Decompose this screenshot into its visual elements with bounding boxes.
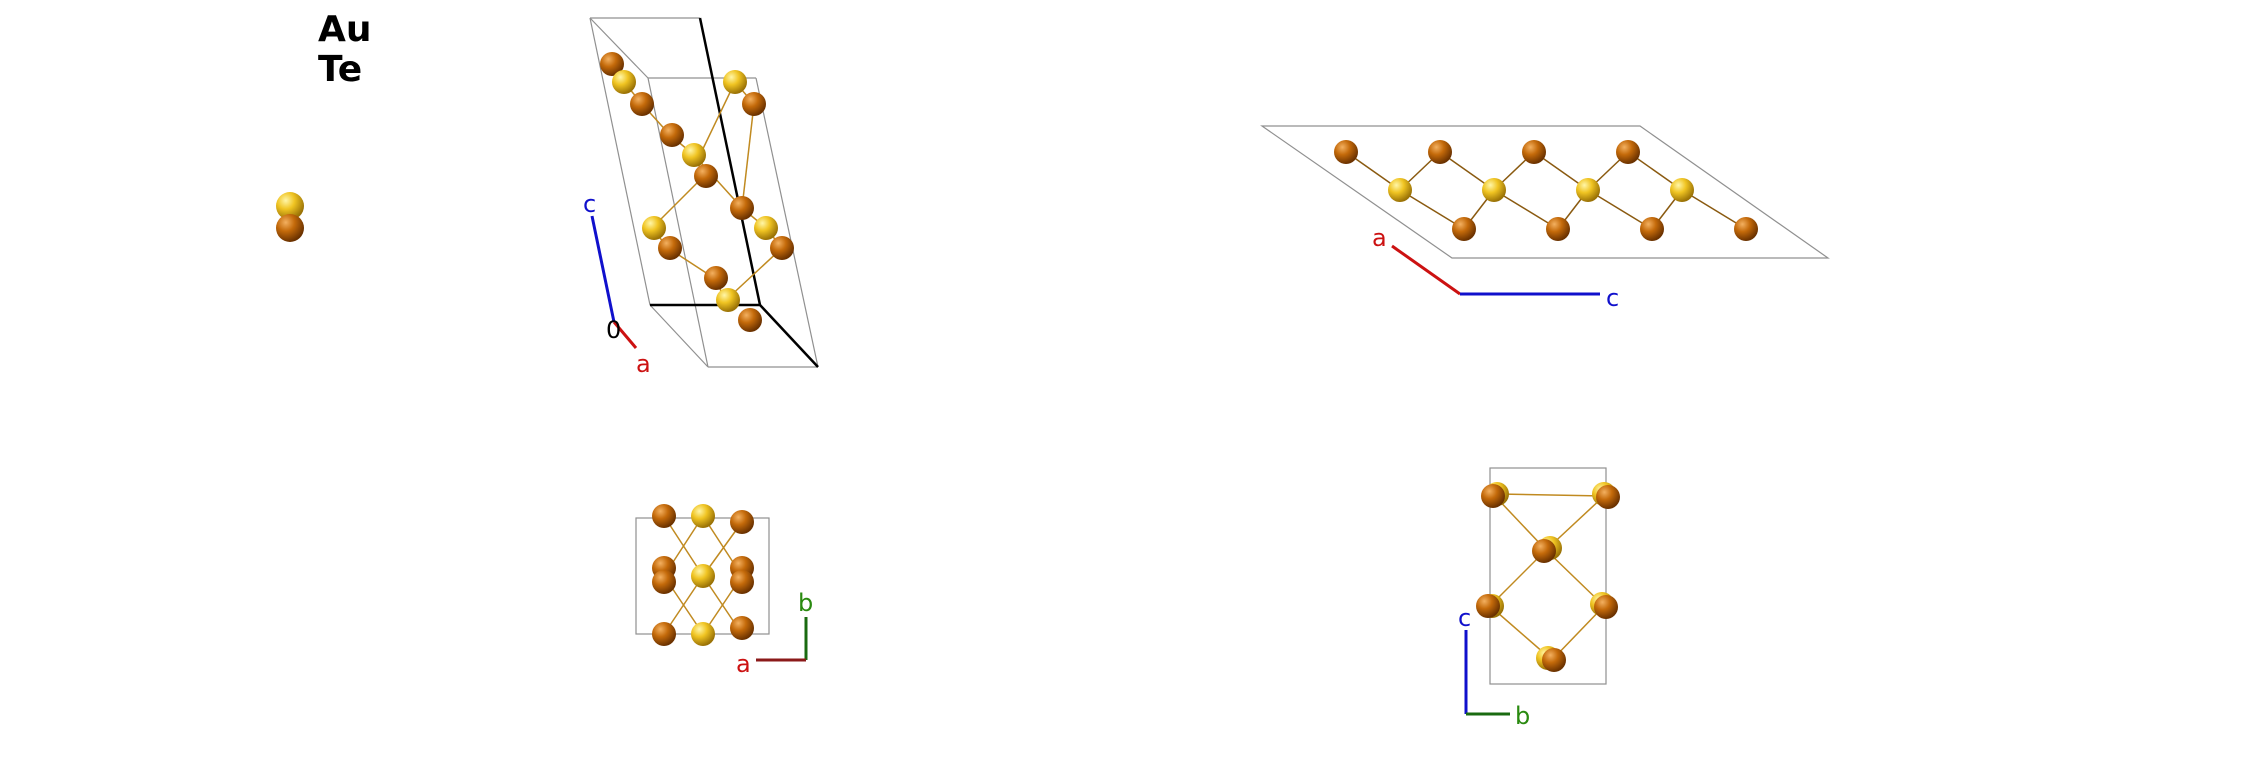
- te-atom: [704, 266, 728, 290]
- axis-c-label: c: [583, 190, 596, 218]
- legend-label-te: Te: [318, 49, 363, 90]
- te-atom: [652, 504, 676, 528]
- te-atom: [1542, 648, 1566, 672]
- te-atom: [600, 52, 624, 76]
- te-atom: [1334, 140, 1358, 164]
- atoms: [1334, 140, 1758, 241]
- view-perspective: c 0 a: [583, 17, 819, 378]
- view-along-a: c b: [1458, 467, 1620, 730]
- unit-cell-outline: [1489, 467, 1607, 685]
- au-atom: [1482, 178, 1506, 202]
- axis-a-label: a: [1372, 224, 1387, 252]
- au-atom: [1670, 178, 1694, 202]
- axis-b-label: b: [1515, 702, 1530, 730]
- te-atom: [694, 164, 718, 188]
- axis-a-line: [1391, 244, 1461, 296]
- legend-label-au: Au: [318, 9, 372, 50]
- au-atom: [716, 288, 740, 312]
- axis-b-label: b: [798, 589, 813, 617]
- axis-c-label: c: [1458, 604, 1471, 632]
- te-atom: [1734, 217, 1758, 241]
- unit-cell-outline: [1260, 125, 1830, 259]
- atoms: [1476, 482, 1620, 672]
- axis-a-line: [612, 321, 638, 349]
- te-atom: [1546, 217, 1570, 241]
- unit-cell-edges: [589, 17, 819, 368]
- te-atom: [1428, 140, 1452, 164]
- te-atom: [630, 92, 654, 116]
- te-atom: [730, 570, 754, 594]
- legend-te-atom: [276, 214, 304, 242]
- axis-origin-label: 0: [606, 316, 621, 344]
- legend-atoms: [276, 192, 304, 242]
- au-atom: [691, 504, 715, 528]
- axis-c-line: [590, 215, 616, 323]
- au-atom: [682, 143, 706, 167]
- atoms: [600, 52, 794, 332]
- te-atom: [652, 570, 676, 594]
- bonds: [1489, 493, 1605, 661]
- axis-triad-along-a: c b: [1458, 604, 1530, 730]
- axis-c-label: c: [1606, 284, 1619, 312]
- te-atom: [730, 616, 754, 640]
- te-atom: [1596, 485, 1620, 509]
- view-along-b: a c: [1260, 125, 1830, 312]
- au-atom: [691, 622, 715, 646]
- axis-triad-along-b: a c: [1372, 224, 1619, 312]
- te-atom: [1640, 217, 1664, 241]
- au-atom: [1576, 178, 1600, 202]
- axis-a-label: a: [636, 350, 651, 378]
- te-atom: [1452, 217, 1476, 241]
- te-atom: [738, 308, 762, 332]
- axis-a-label: a: [736, 650, 751, 678]
- axis-triad-perspective: c 0 a: [583, 190, 651, 378]
- te-atom: [660, 123, 684, 147]
- te-atom: [1522, 140, 1546, 164]
- au-atom: [1388, 178, 1412, 202]
- te-atom: [1481, 484, 1505, 508]
- au-atom: [612, 70, 636, 94]
- legend-au-atom: [276, 192, 304, 220]
- au-atom: [723, 70, 747, 94]
- te-atom: [730, 510, 754, 534]
- view-along-c: b a: [635, 504, 813, 678]
- unit-cell-bold-edges: [650, 17, 819, 368]
- te-atom: [770, 236, 794, 260]
- te-atom: [730, 196, 754, 220]
- te-atom: [1476, 594, 1500, 618]
- au-atom: [691, 564, 715, 588]
- te-atom: [658, 236, 682, 260]
- atoms: [652, 504, 754, 646]
- au-atom: [642, 216, 666, 240]
- te-atom: [652, 622, 676, 646]
- axis-triad-along-c: b a: [736, 589, 813, 678]
- te-atom: [742, 92, 766, 116]
- te-atom: [1532, 539, 1556, 563]
- te-atom: [1616, 140, 1640, 164]
- te-atom: [1594, 595, 1618, 619]
- au-atom: [754, 216, 778, 240]
